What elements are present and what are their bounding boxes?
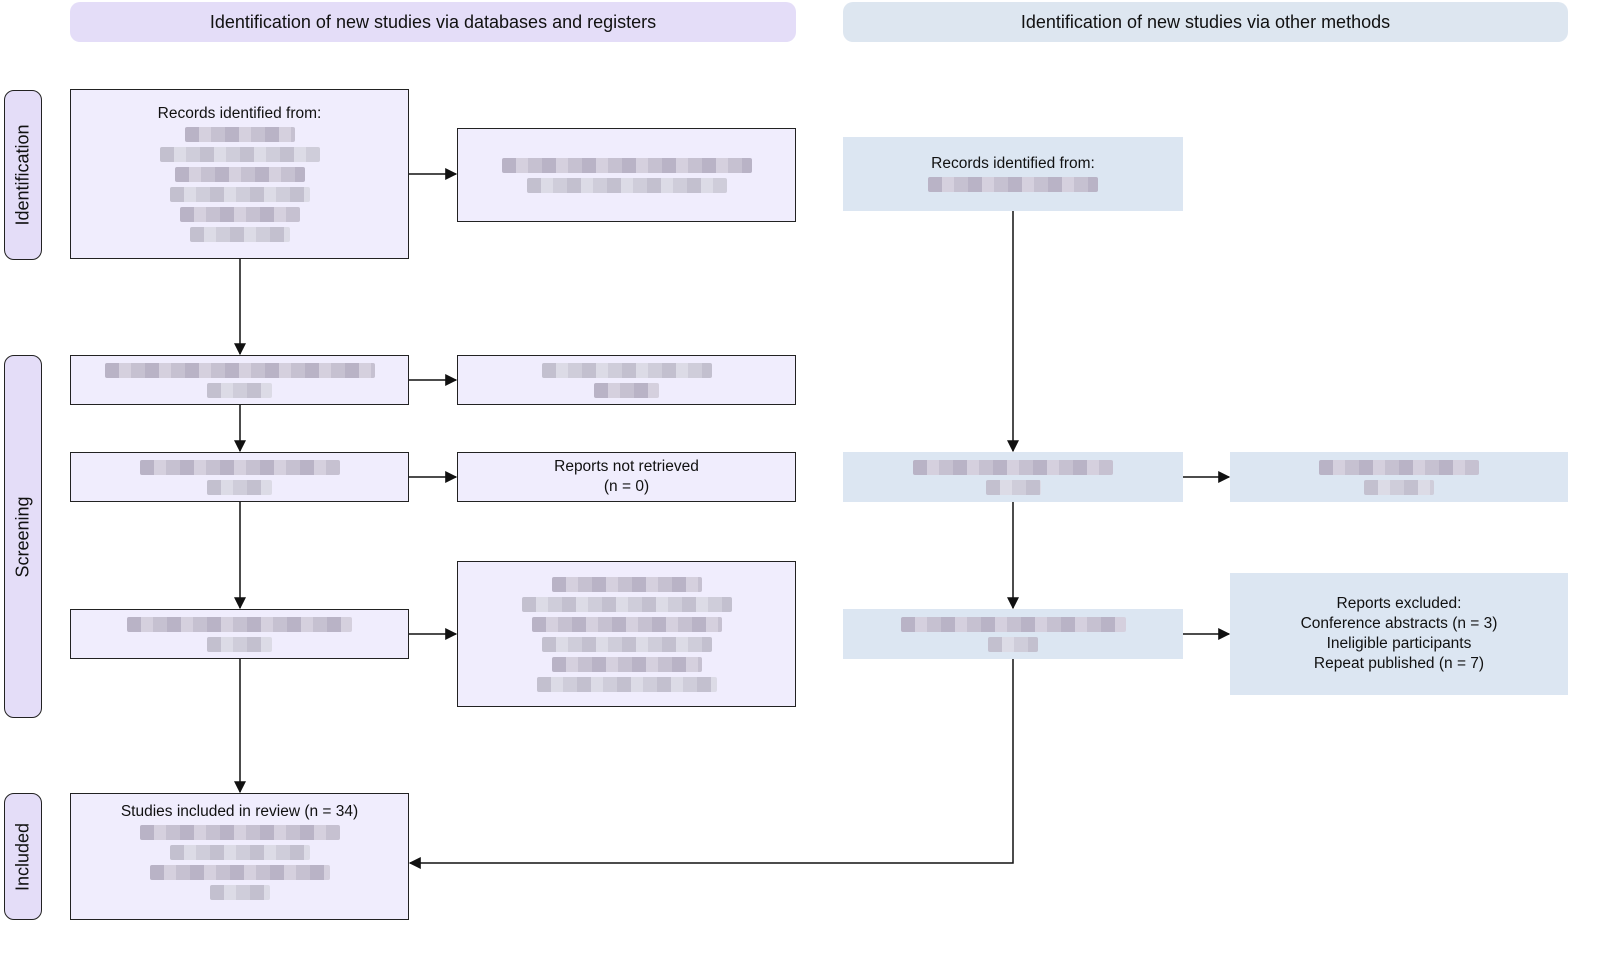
redacted-text (913, 459, 1113, 475)
redacted-text (551, 576, 702, 592)
redacted-text (207, 479, 272, 495)
arrow-other-assessed-to-included (408, 659, 1014, 869)
reports-not-retrieved-box: Reports not retrieved (n = 0) (457, 452, 796, 502)
redacted-text (169, 844, 310, 860)
redacted-text (988, 636, 1038, 652)
studies-included-label: Studies included in review (n = 34) (120, 803, 359, 820)
databases-header-label: Identification of new studies via databa… (209, 11, 657, 32)
other-reports-not-retrieved-box (1230, 452, 1568, 502)
reports-not-retrieved-label: Reports not retrieved (554, 458, 699, 475)
studies-included-box: Studies included in review (n = 34) (70, 793, 409, 920)
redacted-text (541, 362, 712, 378)
reports-not-retrieved-count: (n = 0) (603, 478, 650, 495)
reports-excluded-box (457, 561, 796, 707)
redacted-text (104, 362, 375, 378)
databases-column-header: Identification of new studies via databa… (70, 2, 796, 42)
redacted-text (159, 146, 320, 162)
redacted-text (521, 596, 732, 612)
other-methods-header-label: Identification of new studies via other … (1020, 11, 1391, 32)
redacted-text (594, 382, 659, 398)
records-excluded-box (457, 355, 796, 405)
redacted-text (551, 656, 702, 672)
redacted-text (127, 616, 352, 632)
redacted-text (1319, 459, 1479, 475)
other-reports-excluded-item: Ineligible participants (1326, 635, 1472, 652)
redacted-text (501, 157, 752, 173)
reports-assessed-box (70, 609, 409, 659)
records-identified-box: Records identified from: (70, 89, 409, 259)
identification-phase-label: Identification (4, 90, 42, 260)
other-records-identified-label: Records identified from: (931, 155, 1095, 172)
other-records-identified-box: Records identified from: (843, 137, 1183, 211)
redacted-text (928, 176, 1098, 192)
records-identified-label: Records identified from: (157, 105, 322, 122)
redacted-text (536, 676, 717, 692)
records-screened-box (70, 355, 409, 405)
other-reports-sought-box (843, 452, 1183, 502)
screening-phase-label: Screening (4, 355, 42, 718)
records-removed-box (457, 128, 796, 222)
reports-sought-box (70, 452, 409, 502)
redacted-text (900, 616, 1126, 632)
other-reports-excluded-box: Reports excluded: Conference abstracts (… (1230, 573, 1568, 695)
redacted-text (189, 226, 290, 242)
redacted-text (526, 177, 727, 193)
other-reports-excluded-item: Repeat published (n = 7) (1313, 655, 1485, 672)
redacted-text (541, 636, 712, 652)
redacted-text (184, 126, 295, 142)
other-reports-assessed-box (843, 609, 1183, 659)
redacted-text (139, 459, 340, 475)
redacted-text (531, 616, 722, 632)
redacted-text (209, 884, 270, 900)
other-reports-excluded-label: Reports excluded: (1336, 595, 1462, 612)
redacted-text (207, 636, 272, 652)
redacted-text (174, 166, 305, 182)
other-reports-excluded-item: Conference abstracts (n = 3) (1300, 615, 1498, 632)
redacted-text (169, 186, 310, 202)
other-methods-column-header: Identification of new studies via other … (843, 2, 1568, 42)
included-phase-label: Included (4, 793, 42, 920)
redacted-text (179, 206, 300, 222)
redacted-text (149, 864, 330, 880)
redacted-text (985, 479, 1041, 495)
redacted-text (139, 824, 340, 840)
redacted-text (1364, 479, 1434, 495)
redacted-text (207, 382, 272, 398)
